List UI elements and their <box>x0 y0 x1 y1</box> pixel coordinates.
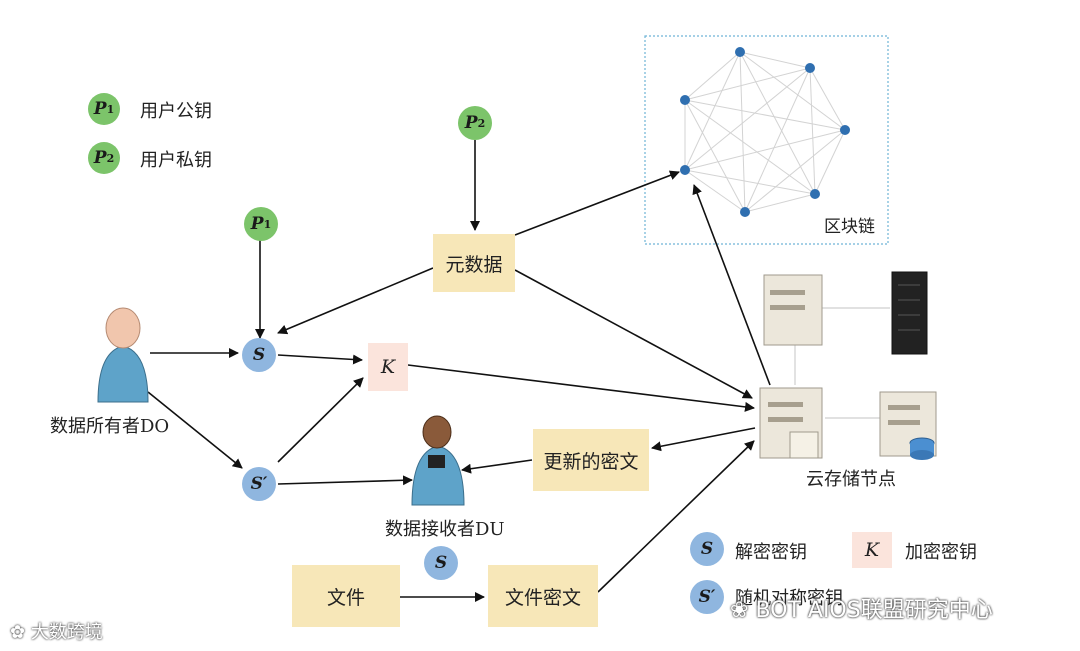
metadata-box: 元数据 <box>433 234 515 292</box>
file-ciphertext-label: 文件密文 <box>504 586 581 609</box>
updated-ciphertext-box: 更新的密文 <box>533 429 649 491</box>
data-receiver-label: 数据接收者DU <box>385 519 505 540</box>
owner-to-sprime-arrow <box>147 391 243 469</box>
s-small-node: S <box>424 546 458 580</box>
k-box-symbol: K <box>380 356 396 378</box>
s-legend-symbol: S <box>700 539 714 559</box>
updated-to-du-arrow <box>461 459 533 474</box>
sprime-to-du-arrow <box>277 475 413 486</box>
s-prime-node-symbol: S′ <box>250 474 268 494</box>
p2-legend-sub: 2 <box>106 151 115 165</box>
blockchain-label: 区块链 <box>824 217 875 237</box>
ciphertext-to-cloud-arrow <box>597 440 755 593</box>
data-owner-label: 数据所有者DO <box>50 416 170 437</box>
s-prime-node: S′ <box>242 467 276 501</box>
data-receiver-figure <box>411 415 465 506</box>
cloud-servers <box>759 271 937 460</box>
k-to-cloud-arrow <box>407 364 755 412</box>
blockchain-network <box>684 51 846 213</box>
s-prime-legend-icon: S′ <box>690 580 724 614</box>
left-watermark: ✿ 大数跨境 <box>10 618 103 644</box>
p1-legend-sub: 1 <box>106 102 115 116</box>
cloud-to-blockchain-arrow <box>692 184 771 386</box>
p2-node-sub: 2 <box>477 116 486 130</box>
blockchain-nodes <box>680 47 850 217</box>
metadata-to-blockchain-arrow <box>514 170 680 236</box>
p1-node-symbol: P <box>250 214 264 234</box>
p1-node-sub: 1 <box>263 217 272 231</box>
p1-legend-text: 用户公钥 <box>140 101 212 122</box>
file-label: 文件 <box>326 586 365 609</box>
s-prime-legend-text: 随机对称密钥 <box>735 588 843 609</box>
s-to-k-arrow <box>277 354 363 365</box>
wechat-icon: ❀ <box>730 598 756 623</box>
s-small-node-symbol: S <box>434 553 448 573</box>
s-node-symbol: S <box>252 345 266 365</box>
s-prime-legend-symbol: S′ <box>698 587 716 607</box>
p1-legend-symbol: P <box>93 99 107 119</box>
metadata-to-s-arrow <box>277 267 434 335</box>
k-box: K <box>368 343 408 391</box>
left-watermark-text: 大数跨境 <box>30 622 103 643</box>
metadata-to-cloud-arrow <box>514 269 753 399</box>
s-node: S <box>242 338 276 372</box>
data-owner-figure <box>97 307 149 403</box>
file-ciphertext-box: 文件密文 <box>488 565 598 627</box>
updated-ciphertext-label: 更新的密文 <box>543 450 639 473</box>
s-legend-text: 解密密钥 <box>735 542 807 563</box>
k-legend-icon: K <box>852 532 892 568</box>
metadata-label: 元数据 <box>445 253 503 276</box>
cloud-storage-label: 云存储节点 <box>806 469 896 490</box>
k-legend-symbol: K <box>864 539 880 561</box>
right-watermark: ❀ BOT AIOS联盟研究中心 <box>730 592 993 624</box>
left-watermark-icon: ✿ <box>10 622 31 643</box>
p2-node-symbol: P <box>464 113 478 133</box>
sprime-to-k-arrow <box>277 377 364 463</box>
p2-legend-text: 用户私钥 <box>140 150 212 171</box>
file-box: 文件 <box>292 565 400 627</box>
cloud-to-updated-arrow <box>651 427 756 452</box>
right-watermark-text: BOT AIOS联盟研究中心 <box>755 598 993 623</box>
s-legend-icon: S <box>690 532 724 566</box>
p2-legend-symbol: P <box>93 148 107 168</box>
k-legend-text: 加密密钥 <box>905 542 977 563</box>
